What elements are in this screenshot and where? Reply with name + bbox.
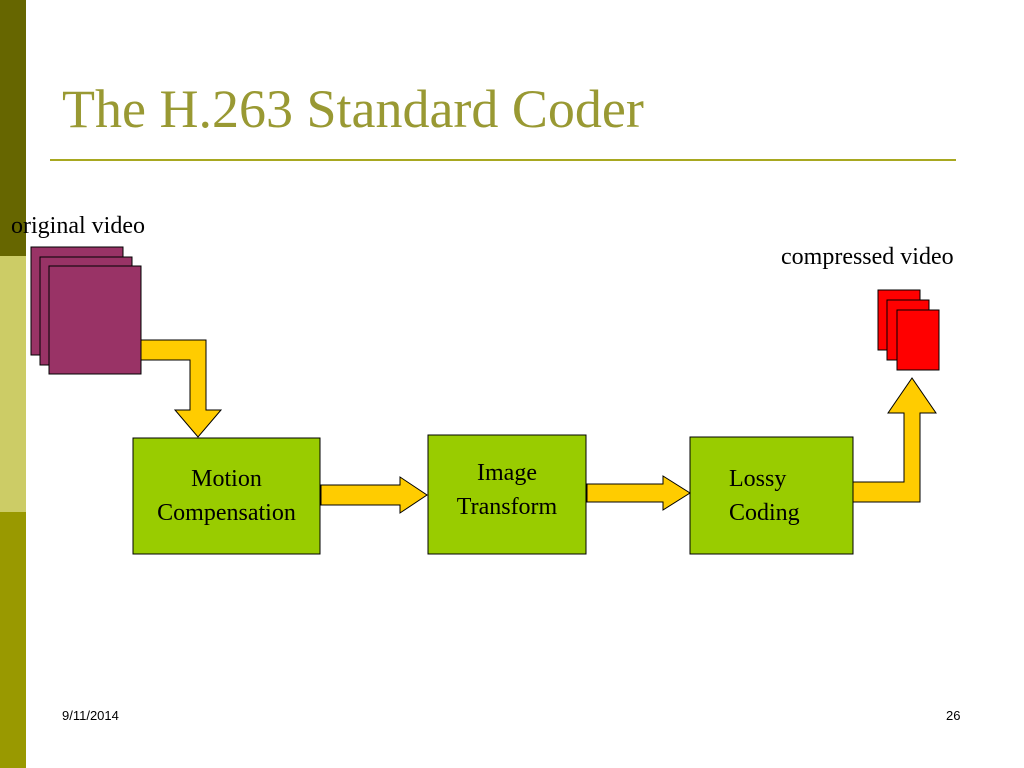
motion-compensation-text: Motion Compensation [133,438,320,554]
motion-compensation-block [132,437,321,555]
motion-line2: Compensation [157,500,296,526]
compressed-video-frames [877,289,940,371]
transform-line1: Image [477,459,537,486]
arrow-motion-to-transform [320,476,428,514]
sidebar-stripe-olive [0,512,26,768]
sidebar-stripe-light [0,256,26,512]
page-number: 26 [946,708,961,723]
sidebar-stripe-dark [0,0,26,256]
motion-line1: Motion [191,466,262,492]
input-arrow [140,339,223,438]
coding-line1: Lossy [729,466,787,492]
lossy-coding-text: Lossy Coding [729,438,849,554]
image-transform-block [427,434,587,555]
original-video-frames [30,246,142,375]
title-underline [50,159,956,161]
coding-line2: Coding [729,500,800,526]
slide-title: The H.263 Standard Coder [62,79,644,139]
arrow-transform-to-coding [586,475,691,511]
output-arrow [852,377,937,503]
image-transform-text: Image Transform [428,430,586,549]
transform-line2: Transform [456,493,558,520]
compressed-video-label: compressed video [781,244,954,270]
original-video-label: original video [11,213,145,239]
footer-date: 9/11/2014 [62,708,119,723]
lossy-coding-block [689,436,854,555]
